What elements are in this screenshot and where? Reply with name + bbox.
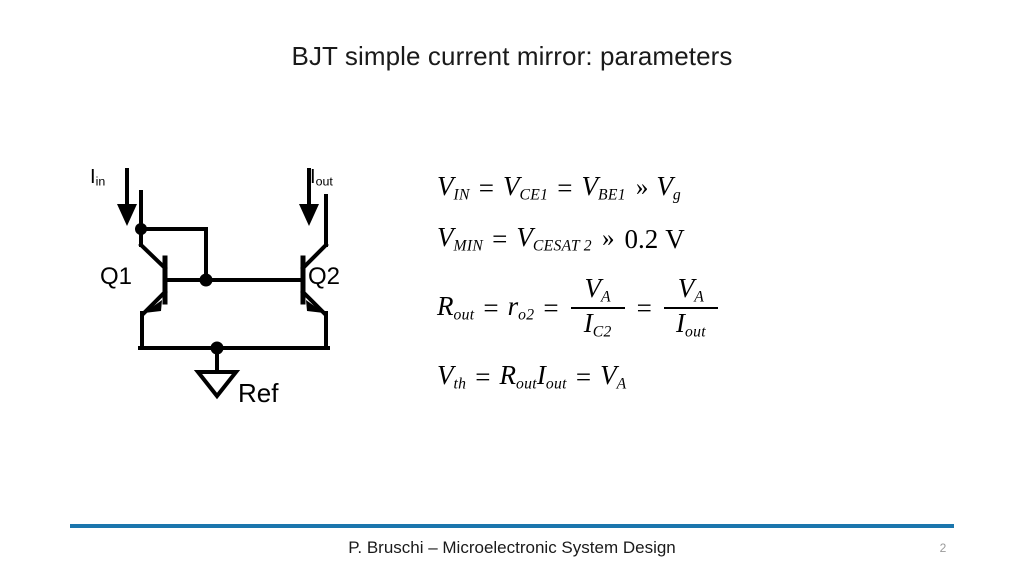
equation-vin: VIN = VCE1 = VBE1 » Vg xyxy=(437,162,977,214)
symbol-q2-emitter-arrow xyxy=(306,300,324,313)
page-number: 2 xyxy=(939,541,947,555)
equation-rout: Rout = ro2 = VA IC2 = VA Iout xyxy=(437,264,977,352)
fraction-numerator: VA xyxy=(584,273,611,307)
term-v-a: VA xyxy=(600,360,627,393)
operator-equals: = xyxy=(478,172,494,203)
fraction-denominator: Iout xyxy=(675,308,706,341)
fraction-denominator: IC2 xyxy=(583,308,612,341)
operator-equals: = xyxy=(543,292,559,323)
label-q1: Q1 xyxy=(100,263,133,290)
label-i-in: Iin xyxy=(90,166,105,189)
operator-equals: = xyxy=(475,361,491,392)
term-v-in: VIN xyxy=(437,171,470,204)
node-dot-base xyxy=(199,273,213,287)
arrow-i-in xyxy=(117,168,137,226)
symbol-q1-emitter-arrow xyxy=(144,300,162,313)
label-i-in-sub: in xyxy=(95,174,106,189)
operator-equals: = xyxy=(636,292,652,323)
operator-much-greater: » xyxy=(635,174,649,201)
operator-much-greater: » xyxy=(601,225,615,252)
value-0-2: 0.2 xyxy=(624,223,659,254)
fraction-numerator: VA xyxy=(677,273,705,307)
term-v-be1: VBE1 xyxy=(581,171,626,204)
operator-equals: = xyxy=(492,223,508,254)
term-v-ce1: VCE1 xyxy=(503,171,549,204)
fraction-va-over-iout: VA Iout xyxy=(663,273,718,341)
label-i-out-base: I xyxy=(310,166,316,188)
footer-divider xyxy=(70,524,954,528)
wire-q2-collector-slant xyxy=(300,242,329,271)
term-r-o2: ro2 xyxy=(507,291,535,324)
fraction-va-over-ic2: VA IC2 xyxy=(570,273,625,341)
circuit-svg xyxy=(117,168,330,400)
node-dot-ground xyxy=(210,341,224,355)
label-i-out: Iout xyxy=(310,166,333,189)
term-i-out: Iout xyxy=(536,360,567,393)
arrow-i-out xyxy=(299,168,319,226)
fraction-bar xyxy=(663,307,718,309)
footer-text: P. Bruschi – Microelectronic System Desi… xyxy=(348,538,676,557)
equation-list: VIN = VCE1 = VBE1 » Vg VMIN = VCESAT 2 »… xyxy=(437,162,977,402)
label-ref: Ref xyxy=(238,378,279,408)
term-v-min: VMIN xyxy=(437,222,484,255)
term-v-g: Vg xyxy=(656,171,681,204)
term-v-cesat2: VCESAT 2 xyxy=(516,222,592,255)
wire-q1-emitter-slant xyxy=(141,289,168,316)
operator-equals: = xyxy=(483,292,499,323)
term-r-out: Rout xyxy=(499,360,537,393)
wire-q2-emitter-slant xyxy=(300,289,327,316)
label-i-in-base: I xyxy=(90,166,96,188)
unit-volt: V xyxy=(665,223,685,254)
symbol-ground-triangle xyxy=(193,370,241,400)
wire-q1-collector-slant xyxy=(138,242,168,271)
term-r-out: Rout xyxy=(437,291,475,324)
operator-equals: = xyxy=(575,361,592,392)
page-title: BJT simple current mirror: parameters xyxy=(291,41,733,71)
label-i-out-sub: out xyxy=(315,174,333,189)
circuit-diagram: Iin Iout Q1 Q2 Ref xyxy=(70,150,400,430)
label-q2: Q2 xyxy=(308,263,341,290)
equation-vmin: VMIN = VCESAT 2 » 0.2 V xyxy=(437,214,977,264)
node-dot-collector xyxy=(135,223,147,235)
term-v-th: Vth xyxy=(437,360,467,393)
operator-equals: = xyxy=(557,172,573,203)
fraction-bar xyxy=(570,307,625,309)
equation-vth: Vth = Rout Iout = VA xyxy=(437,352,977,402)
